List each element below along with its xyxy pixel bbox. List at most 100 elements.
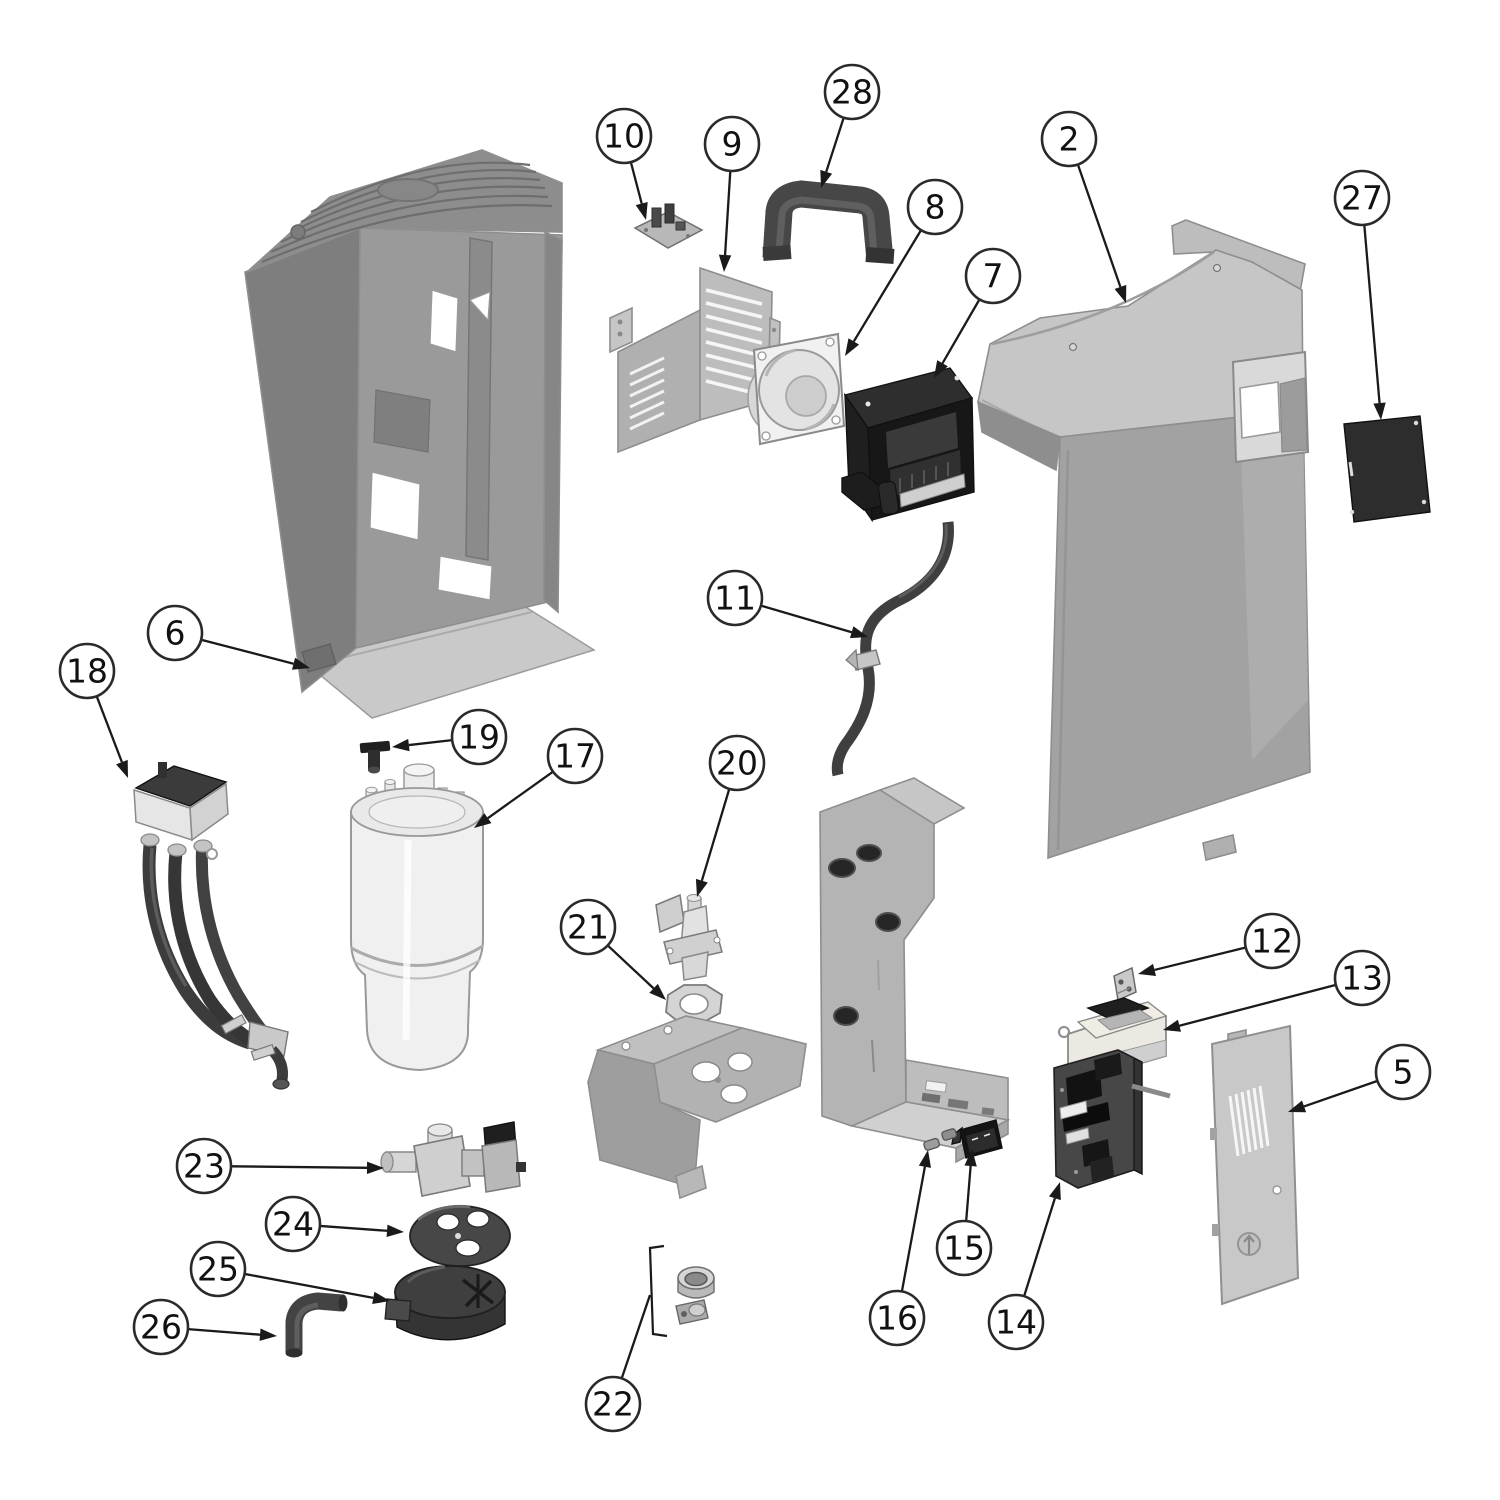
callout-number: 14 — [995, 1303, 1037, 1342]
callout-balloon — [559, 898, 617, 956]
callout-balloon — [546, 727, 604, 785]
callout-arrowhead — [649, 983, 666, 1000]
callout-number: 27 — [1341, 179, 1383, 218]
callout-15: 15 — [935, 1149, 993, 1277]
grommet — [828, 858, 856, 878]
callout-balloon — [706, 569, 764, 627]
callout-balloon — [703, 115, 761, 173]
part-hose-assembly — [133, 762, 290, 1090]
callout-22: 22 — [584, 1294, 652, 1433]
part-small-pcb — [633, 203, 704, 249]
callout-leader-line — [187, 1327, 261, 1336]
part-steam-cylinder — [350, 763, 484, 1072]
callout-8: 8 — [845, 178, 964, 356]
callout-balloon — [1243, 912, 1301, 970]
callout-balloon — [935, 1219, 993, 1277]
callout-arrowhead — [635, 201, 648, 220]
callout-arrowhead — [366, 1161, 384, 1175]
callout-balloon — [584, 1375, 642, 1433]
callout-arrowhead — [820, 169, 833, 188]
callout-balloon — [906, 178, 964, 236]
callout-number: 25 — [197, 1250, 239, 1289]
callout-24: 24 — [264, 1195, 404, 1253]
callout-balloon — [146, 604, 204, 662]
callout-leader-line — [941, 298, 981, 364]
callout-balloon — [1333, 169, 1391, 227]
callout-number: 8 — [925, 188, 946, 227]
part-drain-pump — [384, 1265, 506, 1341]
callout-26: 26 — [132, 1298, 277, 1356]
callout-balloon — [1333, 949, 1391, 1007]
grommet — [833, 1006, 859, 1026]
callout-14: 14 — [987, 1182, 1061, 1351]
part-fill-valve — [380, 1121, 526, 1197]
callout-number: 11 — [714, 579, 756, 618]
part-drain-fittings — [648, 1244, 715, 1338]
callout-number: 26 — [140, 1308, 182, 1347]
part-transformer — [841, 367, 975, 523]
callout-leader-line — [1303, 1079, 1378, 1108]
part-spacer-pins — [923, 1128, 958, 1151]
part-gasket — [665, 984, 723, 1024]
callout-16: 16 — [868, 1150, 932, 1347]
callout-arrowhead — [1373, 402, 1386, 420]
part-mounting-tray — [587, 1015, 807, 1200]
part-switch — [951, 1119, 1003, 1159]
callout-leader-line — [487, 770, 554, 820]
callout-11: 11 — [706, 569, 868, 639]
part-front-cover — [977, 219, 1311, 861]
callout-leader-line — [606, 944, 655, 990]
callout-leader-line — [1076, 164, 1122, 288]
callout-number: 7 — [983, 257, 1004, 296]
callout-leader-line — [95, 695, 123, 763]
callout-number: 24 — [272, 1205, 314, 1244]
callout-leader-line — [852, 229, 923, 343]
callout-arrowhead — [392, 738, 410, 752]
part-rear-housing — [244, 149, 596, 719]
callout-balloon — [264, 1195, 322, 1253]
callout-arrowhead — [934, 360, 948, 378]
callout-number: 5 — [1393, 1053, 1414, 1092]
callout-number: 23 — [183, 1147, 225, 1186]
callout-arrowhead — [695, 878, 708, 897]
callout-7: 7 — [934, 247, 1022, 378]
callout-number: 21 — [567, 908, 609, 947]
callout-21: 21 — [559, 898, 666, 1000]
callout-balloon — [868, 1289, 926, 1347]
callout-leader-line — [900, 1166, 927, 1292]
callout-number: 6 — [165, 614, 186, 653]
callout-arrowhead — [116, 759, 128, 778]
callout-balloon — [58, 642, 116, 700]
part-pcb-assembly — [1053, 1049, 1171, 1189]
callout-leader-line — [723, 170, 732, 256]
callout-leader-line — [965, 1165, 972, 1222]
callout-arrowhead — [718, 254, 732, 272]
callout-leader-line — [629, 161, 643, 204]
callout-2: 2 — [1040, 110, 1127, 303]
callout-arrowhead — [372, 1291, 390, 1304]
part-handle-hose — [762, 180, 895, 264]
callout-balloon — [132, 1298, 190, 1356]
callout-balloon — [189, 1240, 247, 1298]
callout-leader-line — [200, 638, 294, 665]
callout-balloon — [987, 1293, 1045, 1351]
grommet — [875, 912, 901, 932]
part-access-door — [1210, 1024, 1300, 1306]
callout-arrowhead — [1048, 1182, 1061, 1201]
callout-arrowhead — [1163, 1019, 1182, 1032]
callout-arrowhead — [386, 1224, 404, 1237]
callout-balloon — [964, 247, 1022, 305]
callout-number: 22 — [592, 1385, 634, 1424]
callout-number: 19 — [458, 718, 500, 757]
callout-arrowhead — [918, 1150, 932, 1168]
part-label-plate — [1343, 415, 1431, 523]
callout-19: 19 — [392, 708, 508, 766]
callout-number: 13 — [1341, 959, 1383, 998]
callout-number: 20 — [716, 744, 758, 783]
callout-arrowhead — [474, 813, 492, 828]
callout-leader-line — [319, 1224, 388, 1232]
callout-balloon — [450, 708, 508, 766]
callout-5: 5 — [1288, 1043, 1432, 1113]
callout-balloon — [1374, 1043, 1432, 1101]
